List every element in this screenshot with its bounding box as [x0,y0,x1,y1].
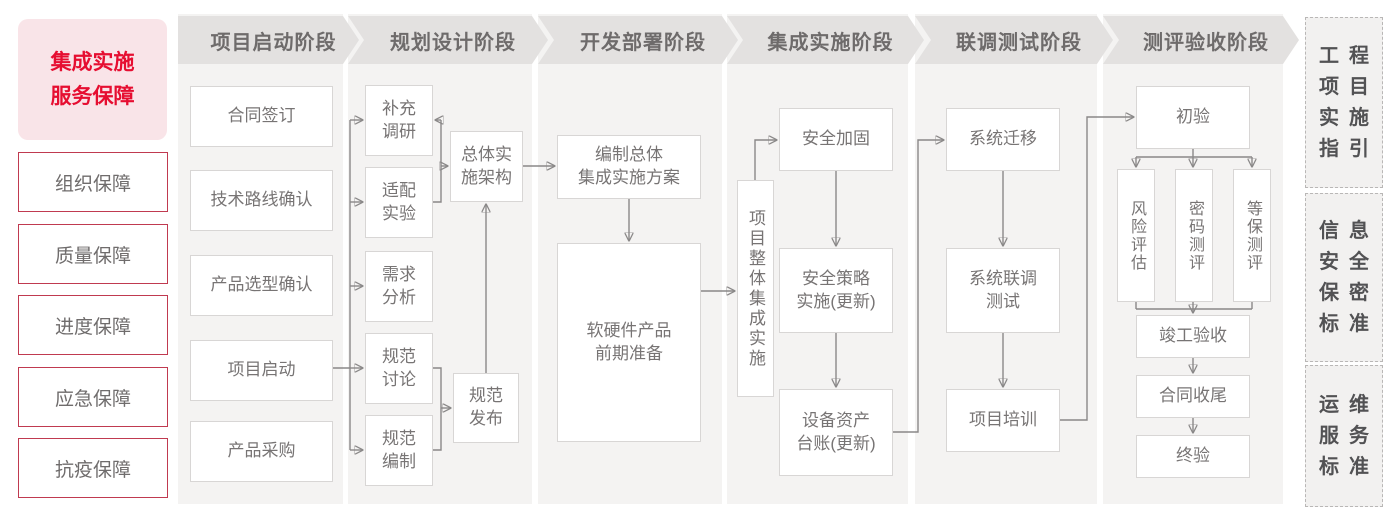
phase-header-dev-deploy: 开发部署阶段 [538,16,738,64]
standard-operation-service: 运维 服务 标准 [1305,365,1383,507]
sidebar-item-schedule: 进度保障 [18,295,168,355]
node-spec-drafting: 规范 编制 [365,415,433,486]
node-spec-release: 规范 发布 [453,373,519,443]
node-contract-signing: 合同签订 [190,86,333,147]
phase-header-joint-testing: 联调测试阶段 [915,16,1113,64]
node-overall-impl-architecture: 总体实 施架构 [450,131,523,202]
sidebar-item-emergency: 应急保障 [18,367,168,427]
node-contract-closure: 合同收尾 [1136,375,1250,418]
node-mlps-evaluation: 等保测评 [1233,169,1271,302]
standard-project-implementation-guide: 工程 项目 实施 指引 [1305,17,1383,188]
node-completion-acceptance: 竣工验收 [1136,315,1250,358]
standard-information-security: 信息 安全 保密 标准 [1305,193,1383,362]
node-adaptation-experiment: 适配 实验 [365,167,433,238]
phase-header-label: 测评验收阶段 [1143,31,1269,54]
node-system-joint-test: 系统联调 测试 [946,248,1060,333]
node-equipment-asset-ledger: 设备资产 台账(更新) [779,389,893,476]
node-security-hardening: 安全加固 [779,108,893,171]
sidebar-item-quality: 质量保障 [18,224,168,284]
node-supplementary-research: 补充 调研 [365,85,433,156]
node-requirements-analysis: 需求 分析 [365,251,433,322]
phase-header-planning-design: 规划设计阶段 [348,16,548,64]
node-spec-discussion: 规范 讨论 [365,333,433,404]
node-product-selection-confirm: 产品选型确认 [190,255,333,316]
node-project-training: 项目培训 [946,389,1060,452]
phase-header-label: 规划设计阶段 [390,31,516,54]
phase-header-integration-impl: 集成实施阶段 [727,16,924,64]
sidebar-item-epidemic: 抗疫保障 [18,438,168,498]
node-risk-assessment: 风险评估 [1117,169,1155,302]
node-security-policy-impl: 安全策略 实施(更新) [779,248,893,333]
node-tech-route-confirm: 技术路线确认 [190,170,333,231]
phase-header-label: 联调测试阶段 [956,31,1082,54]
phase-header-label: 集成实施阶段 [767,31,894,54]
node-initial-acceptance: 初验 [1136,86,1250,149]
phase-header-label: 开发部署阶段 [580,31,706,54]
sidebar-title: 集成实施 服务保障 [18,19,167,140]
node-system-migration: 系统迁移 [946,108,1060,171]
phase-header-project-kickoff: 项目启动阶段 [178,16,359,64]
node-overall-integration-plan: 编制总体 集成实施方案 [557,135,701,199]
node-hw-sw-preparation: 软硬件产品 前期准备 [557,243,701,442]
node-overall-integration-impl: 项目整体集成实施 [737,180,774,397]
phase-header-label: 项目启动阶段 [210,31,337,54]
node-project-kickoff: 项目启动 [190,340,333,401]
phase-header-eval-acceptance: 测评验收阶段 [1103,16,1299,64]
node-product-procurement: 产品采购 [190,421,333,482]
node-final-acceptance: 终验 [1136,435,1250,478]
sidebar-item-organization: 组织保障 [18,152,168,212]
node-crypto-evaluation: 密码测评 [1175,169,1213,302]
